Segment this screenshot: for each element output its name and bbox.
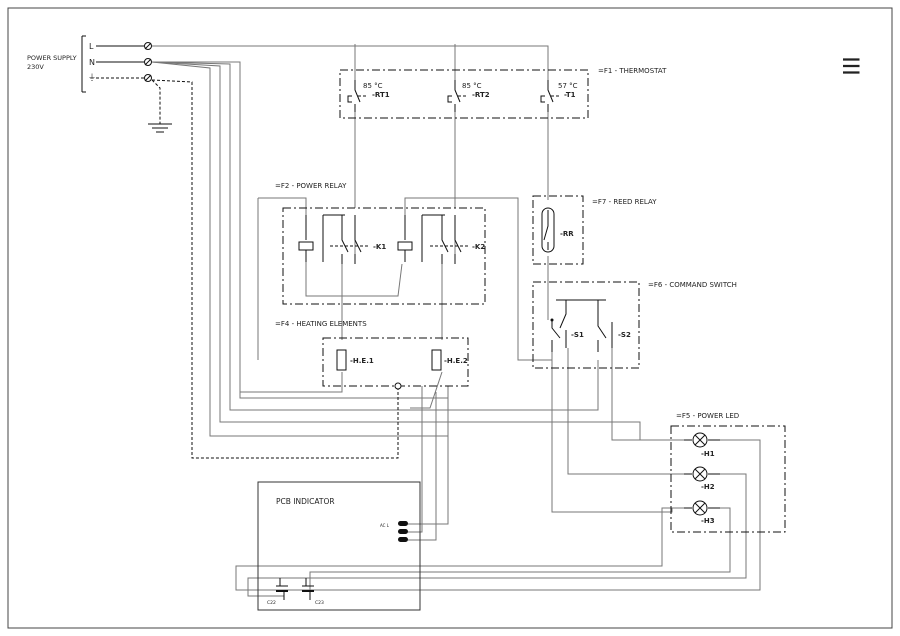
group-heating-elements: =F4 - HEATING ELEMENTS -H.E.1 -H.E.2 [275, 320, 469, 390]
terminal-n-label: N [89, 58, 95, 67]
he2-tag: -H.E.2 [444, 357, 468, 365]
h2-tag: -H2 [701, 483, 715, 491]
group-thermostat: =F1 - THERMOSTAT 85 °C -RT1 85 °C -RT2 5… [339, 67, 667, 119]
power-supply-title: POWER SUPPLY [27, 54, 77, 62]
group-power-led: =F5 - POWER LED -H1 -H2 -H3 [670, 412, 786, 533]
relay-k2-coil-icon [397, 241, 413, 251]
led-h3-icon [684, 500, 720, 516]
sheet-number: III [837, 56, 862, 75]
wiring [151, 44, 761, 597]
capacitor-c22-icon [276, 578, 288, 600]
switch-s2-icon [597, 300, 613, 352]
heater-he1-icon [336, 349, 347, 371]
power-supply-voltage: 230V [27, 63, 44, 71]
thermostat-group-label: =F1 - THERMOSTAT [598, 67, 667, 75]
thermostat-box [339, 69, 589, 119]
command-switch-box [532, 281, 640, 369]
power-supply: POWER SUPPLY 230V L N ⏚ [27, 35, 172, 133]
pcb-connector-icon [398, 521, 408, 542]
capacitor-c23-icon [302, 578, 314, 600]
he1-tag: -H.E.1 [350, 357, 374, 365]
reed-relay-box [532, 195, 584, 265]
earth-icon [148, 123, 172, 133]
pcb-indicator-box [257, 481, 421, 611]
rt2-temp: 85 °C [462, 82, 482, 90]
command-switch-group-label: =F6 - COMMAND SWITCH [648, 281, 737, 289]
h1-tag: -H1 [701, 450, 715, 458]
led-h1-icon [684, 432, 720, 448]
rt1-tag: -RT1 [372, 91, 390, 99]
group-power-relay: =F2 - POWER RELAY -K1 -K2 [275, 182, 486, 305]
heating-elements-group-label: =F4 - HEATING ELEMENTS [275, 320, 367, 328]
pcb-connector-label: AC L [380, 523, 390, 528]
t1-tag: -T1 [564, 91, 576, 99]
earth-terminal-icon [394, 382, 402, 390]
rr-tag: -RR [560, 230, 574, 238]
pcb-indicator-label: PCB INDICATOR [276, 497, 335, 506]
reed-relay-group-label: =F7 - REED RELAY [592, 198, 657, 206]
group-reed-relay: =F7 - REED RELAY -RR [532, 195, 657, 265]
relay-k1-contacts-icon [322, 214, 362, 264]
h3-tag: -H3 [701, 517, 715, 525]
power-relay-group-label: =F2 - POWER RELAY [275, 182, 347, 190]
t1-temp: 57 °C [558, 82, 578, 90]
k1-tag: -K1 [373, 243, 386, 251]
s2-tag: -S2 [618, 331, 631, 339]
rt1-temp: 85 °C [363, 82, 383, 90]
terminal-pe-label: ⏚ [88, 73, 96, 82]
power-led-box [670, 425, 786, 533]
reed-relay-icon [541, 207, 555, 253]
k2-tag: -K2 [472, 243, 485, 251]
power-relay-box [282, 207, 486, 305]
switch-s1-icon [551, 300, 567, 352]
group-command-switch: =F6 - COMMAND SWITCH -S1 -S2 [532, 281, 737, 369]
rt2-tag: -RT2 [472, 91, 490, 99]
thermostat-t1-icon [540, 80, 554, 112]
relay-k1-coil-icon [298, 241, 314, 251]
sheet-border [7, 7, 893, 629]
thermostat-rt1-icon [347, 80, 361, 112]
led-h2-icon [684, 466, 720, 482]
s1-tag: -S1 [571, 331, 584, 339]
power-led-group-label: =F5 - POWER LED [676, 412, 739, 420]
heater-he2-icon [431, 349, 442, 371]
terminal-l-label: L [89, 42, 94, 51]
c22-label: C22 [267, 600, 276, 606]
group-pcb-indicator: PCB INDICATOR AC L C22 C23 [257, 481, 421, 611]
relay-k2-contacts-icon [421, 214, 462, 264]
thermostat-rt2-icon [447, 80, 461, 112]
c23-label: C23 [315, 600, 324, 606]
